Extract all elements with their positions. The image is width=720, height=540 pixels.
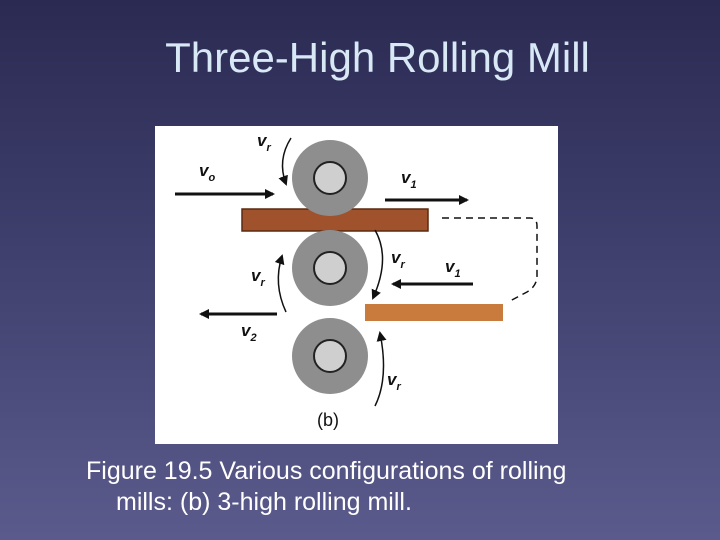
bottom-roll: [292, 318, 368, 394]
workpiece-second-pass: [365, 304, 503, 321]
caption-line-1: Figure 19.5 Various configurations of ro…: [86, 457, 567, 485]
label-v1-top: v1: [401, 168, 417, 191]
panel-label: (b): [317, 410, 339, 430]
caption-line-2: mills: (b) 3‑high rolling mill.: [116, 488, 412, 516]
label-vr-middle-right: vr: [391, 248, 405, 271]
rolling-mill-figure: vr vo v1 vr v1 vr v2 vr (b): [155, 126, 558, 444]
rolling-mill-diagram: vr vo v1 vr v1 vr v2 vr (b): [175, 131, 538, 430]
bottom-roll-rotation-arrow: [374, 331, 387, 407]
return-path-dashed: [442, 217, 538, 302]
label-vo: vo: [199, 161, 215, 184]
label-v1-right: v1: [445, 257, 461, 280]
middle-roll: [292, 230, 368, 306]
middle-roll-rotation-arrow-left: [274, 254, 287, 313]
label-v2: v2: [241, 321, 257, 344]
label-vr-bottom: vr: [387, 370, 401, 393]
slide-title: Three-High Rolling Mill: [165, 34, 590, 81]
figure-caption: Figure 19.5 Various configurations of ro…: [86, 456, 686, 518]
top-roll: [292, 140, 368, 216]
middle-roll-rotation-arrow-right: [371, 229, 384, 300]
label-vr-middle-left: vr: [251, 266, 265, 289]
top-roll-rotation-arrow: [278, 137, 292, 186]
label-vr-top: vr: [257, 131, 271, 154]
